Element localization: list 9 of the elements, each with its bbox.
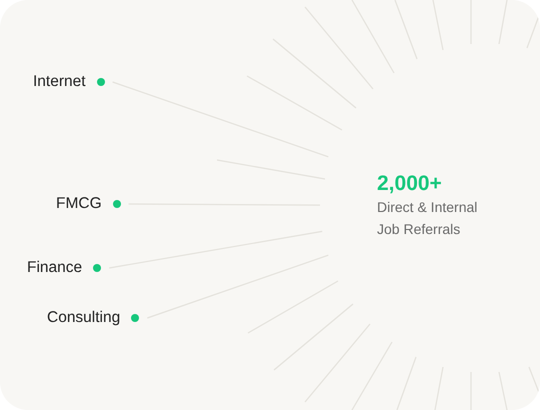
stat-value: 2,000+ — [377, 172, 443, 196]
stat-description: Direct & Internal Job Referrals — [377, 198, 478, 239]
category-label: Internet — [33, 72, 86, 92]
connector-line — [112, 81, 328, 158]
connector-line — [147, 254, 328, 319]
category-label: Consulting — [47, 308, 120, 328]
category-label: FMCG — [56, 194, 102, 214]
connector-line — [109, 230, 322, 269]
category-label: Finance — [27, 258, 82, 278]
